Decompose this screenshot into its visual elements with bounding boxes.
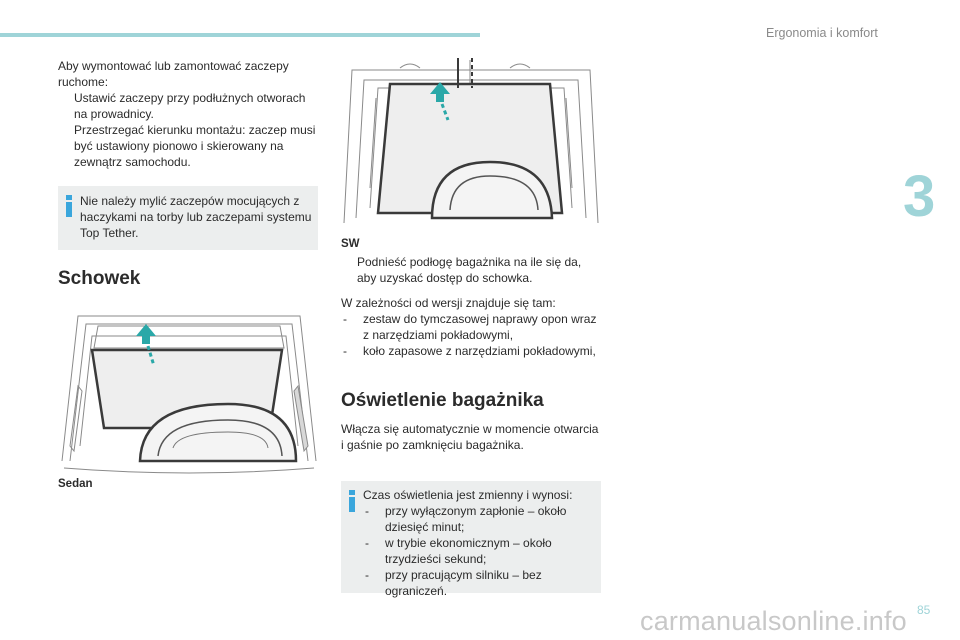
dash-text: zestaw do tymczasowej naprawy opon wraz … bbox=[363, 312, 597, 342]
dash-marker: - bbox=[343, 312, 347, 326]
bullet-text: Podnieść podłogę bagażnika na ile się da… bbox=[357, 255, 582, 285]
bullet-item: Przestrzegać kierunku montażu: zaczep mu… bbox=[58, 122, 320, 170]
watermark: carmanualsonline.info bbox=[640, 606, 907, 636]
heading-schowek: Schowek bbox=[58, 268, 141, 289]
dash-text: w trybie ekonomicznym – około trzydzieśc… bbox=[385, 536, 552, 566]
intro-text: W zależności od wersji znajduje się tam: bbox=[341, 296, 556, 310]
dash-marker: - bbox=[365, 568, 369, 582]
bullet-item: Podnieść podłogę bagażnika na ile się da… bbox=[341, 254, 603, 286]
dash-text: przy pracującym silniku – bez ograniczeń… bbox=[385, 568, 542, 598]
sw-trunk-illustration bbox=[343, 58, 599, 224]
info-note-content: Czas oświetlenia jest zmienny i wynosi: … bbox=[363, 487, 597, 599]
intro-text: Aby wymontować lub zamontować zaczepy ru… bbox=[58, 59, 289, 89]
dash-item: - koło zapasowe z narzędziami pokładowymi… bbox=[341, 343, 603, 359]
dash-marker: - bbox=[343, 344, 347, 358]
dash-text: koło zapasowe z narzędziami pokładowymi, bbox=[363, 344, 596, 358]
info-note: Czas oświetlenia jest zmienny i wynosi: … bbox=[341, 481, 601, 598]
caption-sw: SW bbox=[341, 238, 360, 250]
bullet-item: Ustawić zaczepy przy podłużnych otworach… bbox=[58, 90, 320, 122]
lighting-paragraph: Włącza się automatycznie w momencie otwa… bbox=[341, 422, 599, 452]
page-number: 85 bbox=[917, 603, 931, 617]
section-title: Ergonomia i komfort bbox=[766, 26, 878, 40]
dash-text: przy wyłączonym zapłonie – około dziesię… bbox=[385, 504, 567, 534]
dash-marker: - bbox=[365, 536, 369, 550]
info-note: Nie należy mylić zaczepów mocujących z h… bbox=[58, 186, 318, 250]
lift-arrow-icon bbox=[430, 82, 450, 121]
bullet-text: Przestrzegać kierunku montażu: zaczep mu… bbox=[74, 123, 316, 169]
lift-arrow-icon bbox=[136, 324, 156, 367]
right-instructions: Podnieść podłogę bagażnika na ile się da… bbox=[341, 254, 603, 359]
sedan-trunk-illustration bbox=[61, 315, 317, 474]
info-icon bbox=[349, 490, 355, 512]
dash-item: - w trybie ekonomicznym – około trzydzieś… bbox=[363, 535, 597, 567]
dash-item: - zestaw do tymczasowej naprawy opon wraz… bbox=[341, 311, 603, 343]
info-note-text: Nie należy mylić zaczepów mocujących z h… bbox=[80, 194, 312, 240]
bullet-text: Ustawić zaczepy przy podłużnych otworach… bbox=[74, 91, 306, 121]
header-accent-bar bbox=[0, 33, 480, 37]
info-icon bbox=[66, 195, 72, 217]
caption-sedan: Sedan bbox=[58, 478, 93, 490]
chapter-number: 3 bbox=[903, 164, 936, 229]
left-instructions: Aby wymontować lub zamontować zaczepy ru… bbox=[58, 58, 320, 170]
dash-item: - przy wyłączonym zapłonie – około dziesi… bbox=[363, 503, 597, 535]
info-note-intro: Czas oświetlenia jest zmienny i wynosi: bbox=[363, 488, 573, 502]
dash-marker: - bbox=[365, 504, 369, 518]
dash-item: - przy pracującym silniku – bez ogranicze… bbox=[363, 567, 597, 599]
heading-lighting: Oświetlenie bagażnika bbox=[341, 390, 544, 411]
